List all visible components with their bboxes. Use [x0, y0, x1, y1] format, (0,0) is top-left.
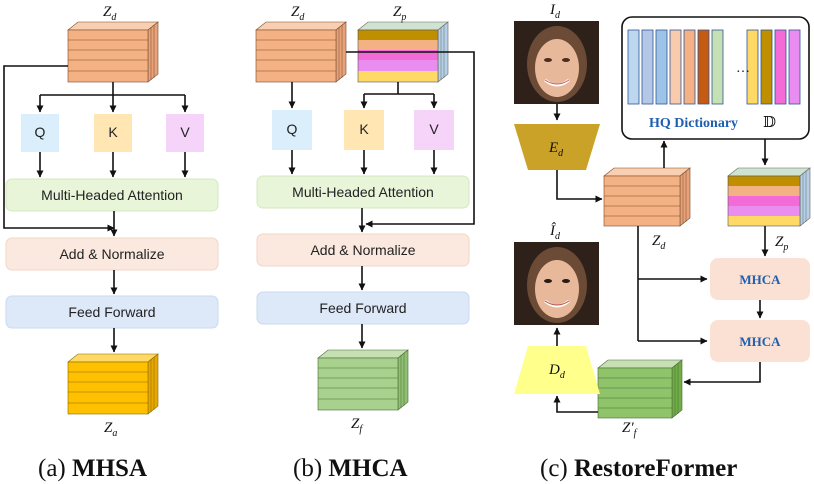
za-label: Za — [104, 420, 117, 439]
caption-a: (a) MHSA — [38, 455, 147, 482]
dictionary-symbol: 𝔻 — [763, 113, 776, 131]
k-label-a: K — [108, 124, 118, 140]
panel-restoreformer: Id Ed Zd — [514, 2, 811, 482]
attention-box-a — [5, 178, 219, 212]
zd-label-a: Zd — [103, 4, 117, 23]
k-box-a — [94, 114, 132, 152]
feed-forward-label-a: Feed Forward — [68, 304, 155, 320]
v-box-b — [414, 110, 454, 150]
input-image-label: Id — [549, 2, 561, 21]
zd-tensor-a — [67, 21, 159, 83]
input-face-image — [514, 21, 599, 104]
zp-label-c: Zp — [775, 234, 788, 253]
v-box-a — [166, 114, 204, 152]
mhca-top-label: MHCA — [739, 272, 781, 287]
k-box-b — [344, 110, 384, 150]
dictionary-ellipsis: … — [736, 61, 750, 76]
attention-label-b: Multi-Headed Attention — [292, 184, 434, 200]
feed-forward-label-b: Feed Forward — [319, 300, 406, 316]
panel-mhsa: Zd Q K V Multi-Headed Attention Add & No… — [3, 4, 219, 482]
zf-label-c: Z′f — [622, 420, 638, 439]
zp-tensor-c — [727, 167, 811, 227]
encoder-block — [514, 124, 600, 170]
zf-label-b: Zf — [351, 416, 363, 435]
add-normalize-label-a: Add & Normalize — [59, 246, 164, 262]
encoder-label: Ed — [548, 140, 564, 159]
restored-image-label: Îd — [549, 222, 561, 242]
add-normalize-box-b — [256, 233, 470, 267]
zd-label-b: Zd — [291, 4, 305, 23]
q-box-a — [21, 114, 59, 152]
decoder-label: Dd — [548, 362, 566, 381]
mhca-bottom-label: MHCA — [739, 334, 781, 349]
za-tensor — [67, 353, 159, 415]
attention-label-a: Multi-Headed Attention — [41, 187, 183, 203]
feed-forward-box-b — [256, 291, 470, 325]
feed-forward-box-a — [5, 295, 219, 329]
add-normalize-label-b: Add & Normalize — [310, 242, 415, 258]
decoder-block — [514, 346, 600, 394]
add-normalize-box-a — [5, 237, 219, 271]
zd-tensor-c — [603, 167, 691, 227]
v-label-b: V — [429, 121, 439, 137]
mhca-block-bottom — [710, 320, 810, 362]
zd-label-c: Zd — [652, 233, 666, 252]
q-label-b: Q — [287, 121, 298, 137]
q-label-a: Q — [35, 124, 46, 140]
caption-c: (c) RestoreFormer — [540, 455, 737, 482]
q-box-b — [272, 110, 312, 150]
panel-mhca: Zd Zp Q K V — [255, 4, 475, 482]
dictionary-bars — [627, 29, 801, 105]
caption-b: (b) MHCA — [293, 455, 408, 482]
v-label-a: V — [180, 124, 190, 140]
zp-label-b: Zp — [393, 4, 406, 23]
k-label-b: K — [359, 121, 369, 137]
restored-face-image — [514, 242, 599, 325]
zd-tensor-b — [255, 21, 347, 83]
mhca-block-top — [710, 258, 810, 300]
zp-tensor-b — [357, 21, 449, 83]
attention-box-b — [256, 175, 470, 209]
zf-tensor-b — [317, 349, 409, 411]
zf-tensor-c — [597, 359, 683, 419]
hq-dictionary-label: HQ Dictionary — [649, 116, 738, 131]
